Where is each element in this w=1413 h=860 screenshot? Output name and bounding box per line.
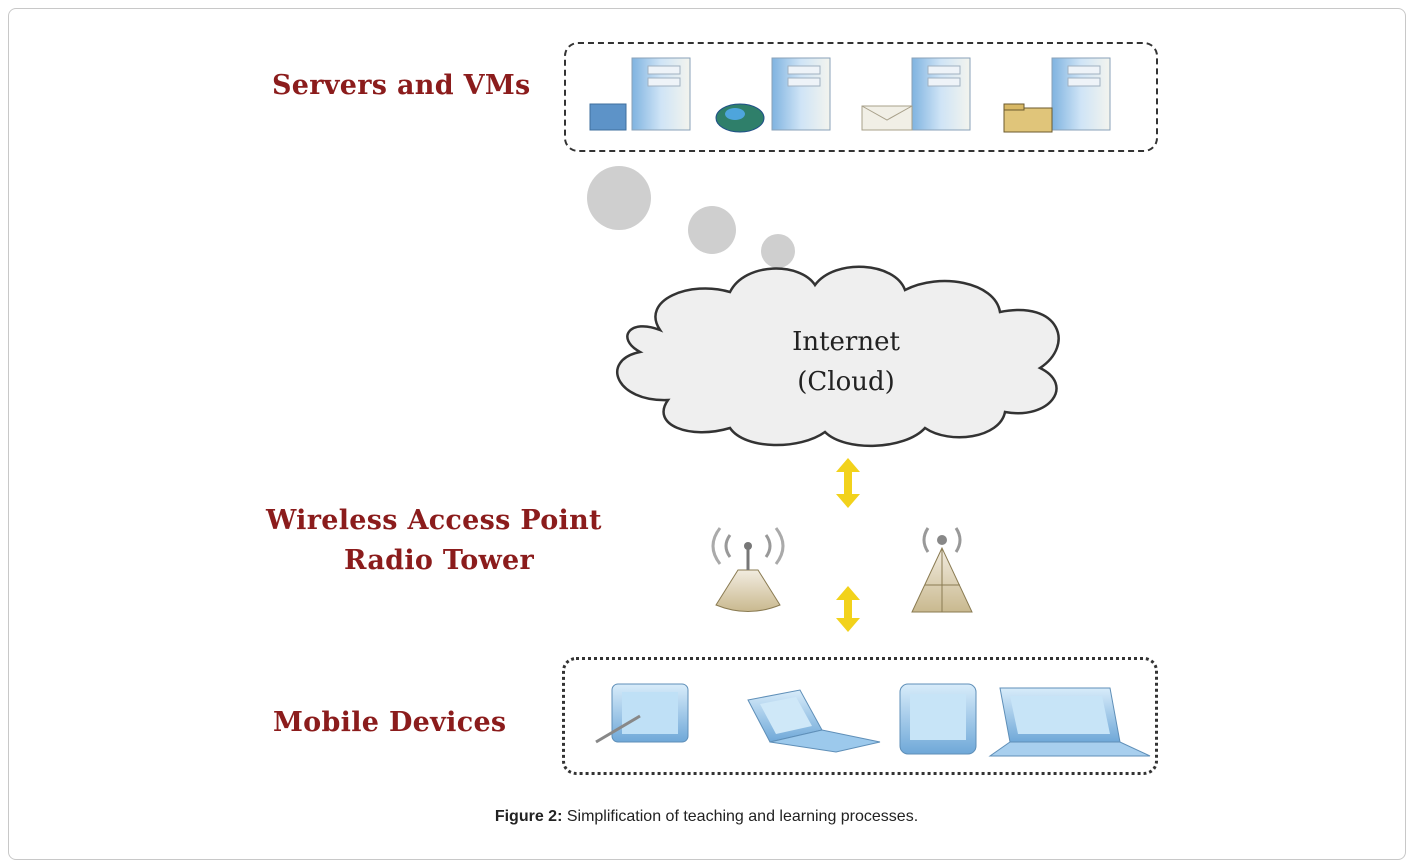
radio-tower-icon — [911, 527, 973, 613]
flip-phone-icon — [747, 689, 881, 753]
cloud-label-line2: (Cloud) — [797, 367, 895, 397]
bubble-small — [761, 234, 795, 268]
laptop-icon — [988, 687, 1151, 757]
double-arrow-icon — [836, 586, 860, 632]
monitor-icon — [899, 683, 977, 755]
double-arrow-icon — [836, 458, 860, 508]
mobile-label: Mobile Devices — [273, 707, 507, 738]
bubble-large — [587, 166, 651, 230]
wireless-label-line2: Radio Tower — [344, 545, 535, 576]
caption-number: Figure 2: — [494, 808, 563, 825]
tablet-pc-icon — [595, 683, 689, 744]
caption-text: Simplification of teaching and learning … — [562, 808, 919, 825]
wireless-label-line1: Wireless Access Point — [266, 505, 602, 536]
web-server-icon — [715, 57, 831, 133]
bubble-medium — [688, 206, 736, 254]
server-icon — [589, 57, 691, 131]
mail-server-icon — [861, 57, 971, 131]
file-server-icon — [1003, 57, 1111, 133]
internet-cloud-shape — [616, 265, 1060, 448]
servers-group — [564, 42, 1158, 152]
figure-caption: Figure 2: Simplification of teaching and… — [0, 808, 1413, 826]
mobile-devices-group — [562, 657, 1158, 775]
access-point-icon — [711, 527, 785, 612]
servers-label: Servers and VMs — [272, 70, 531, 101]
cloud-label-line1: Internet — [792, 327, 900, 357]
